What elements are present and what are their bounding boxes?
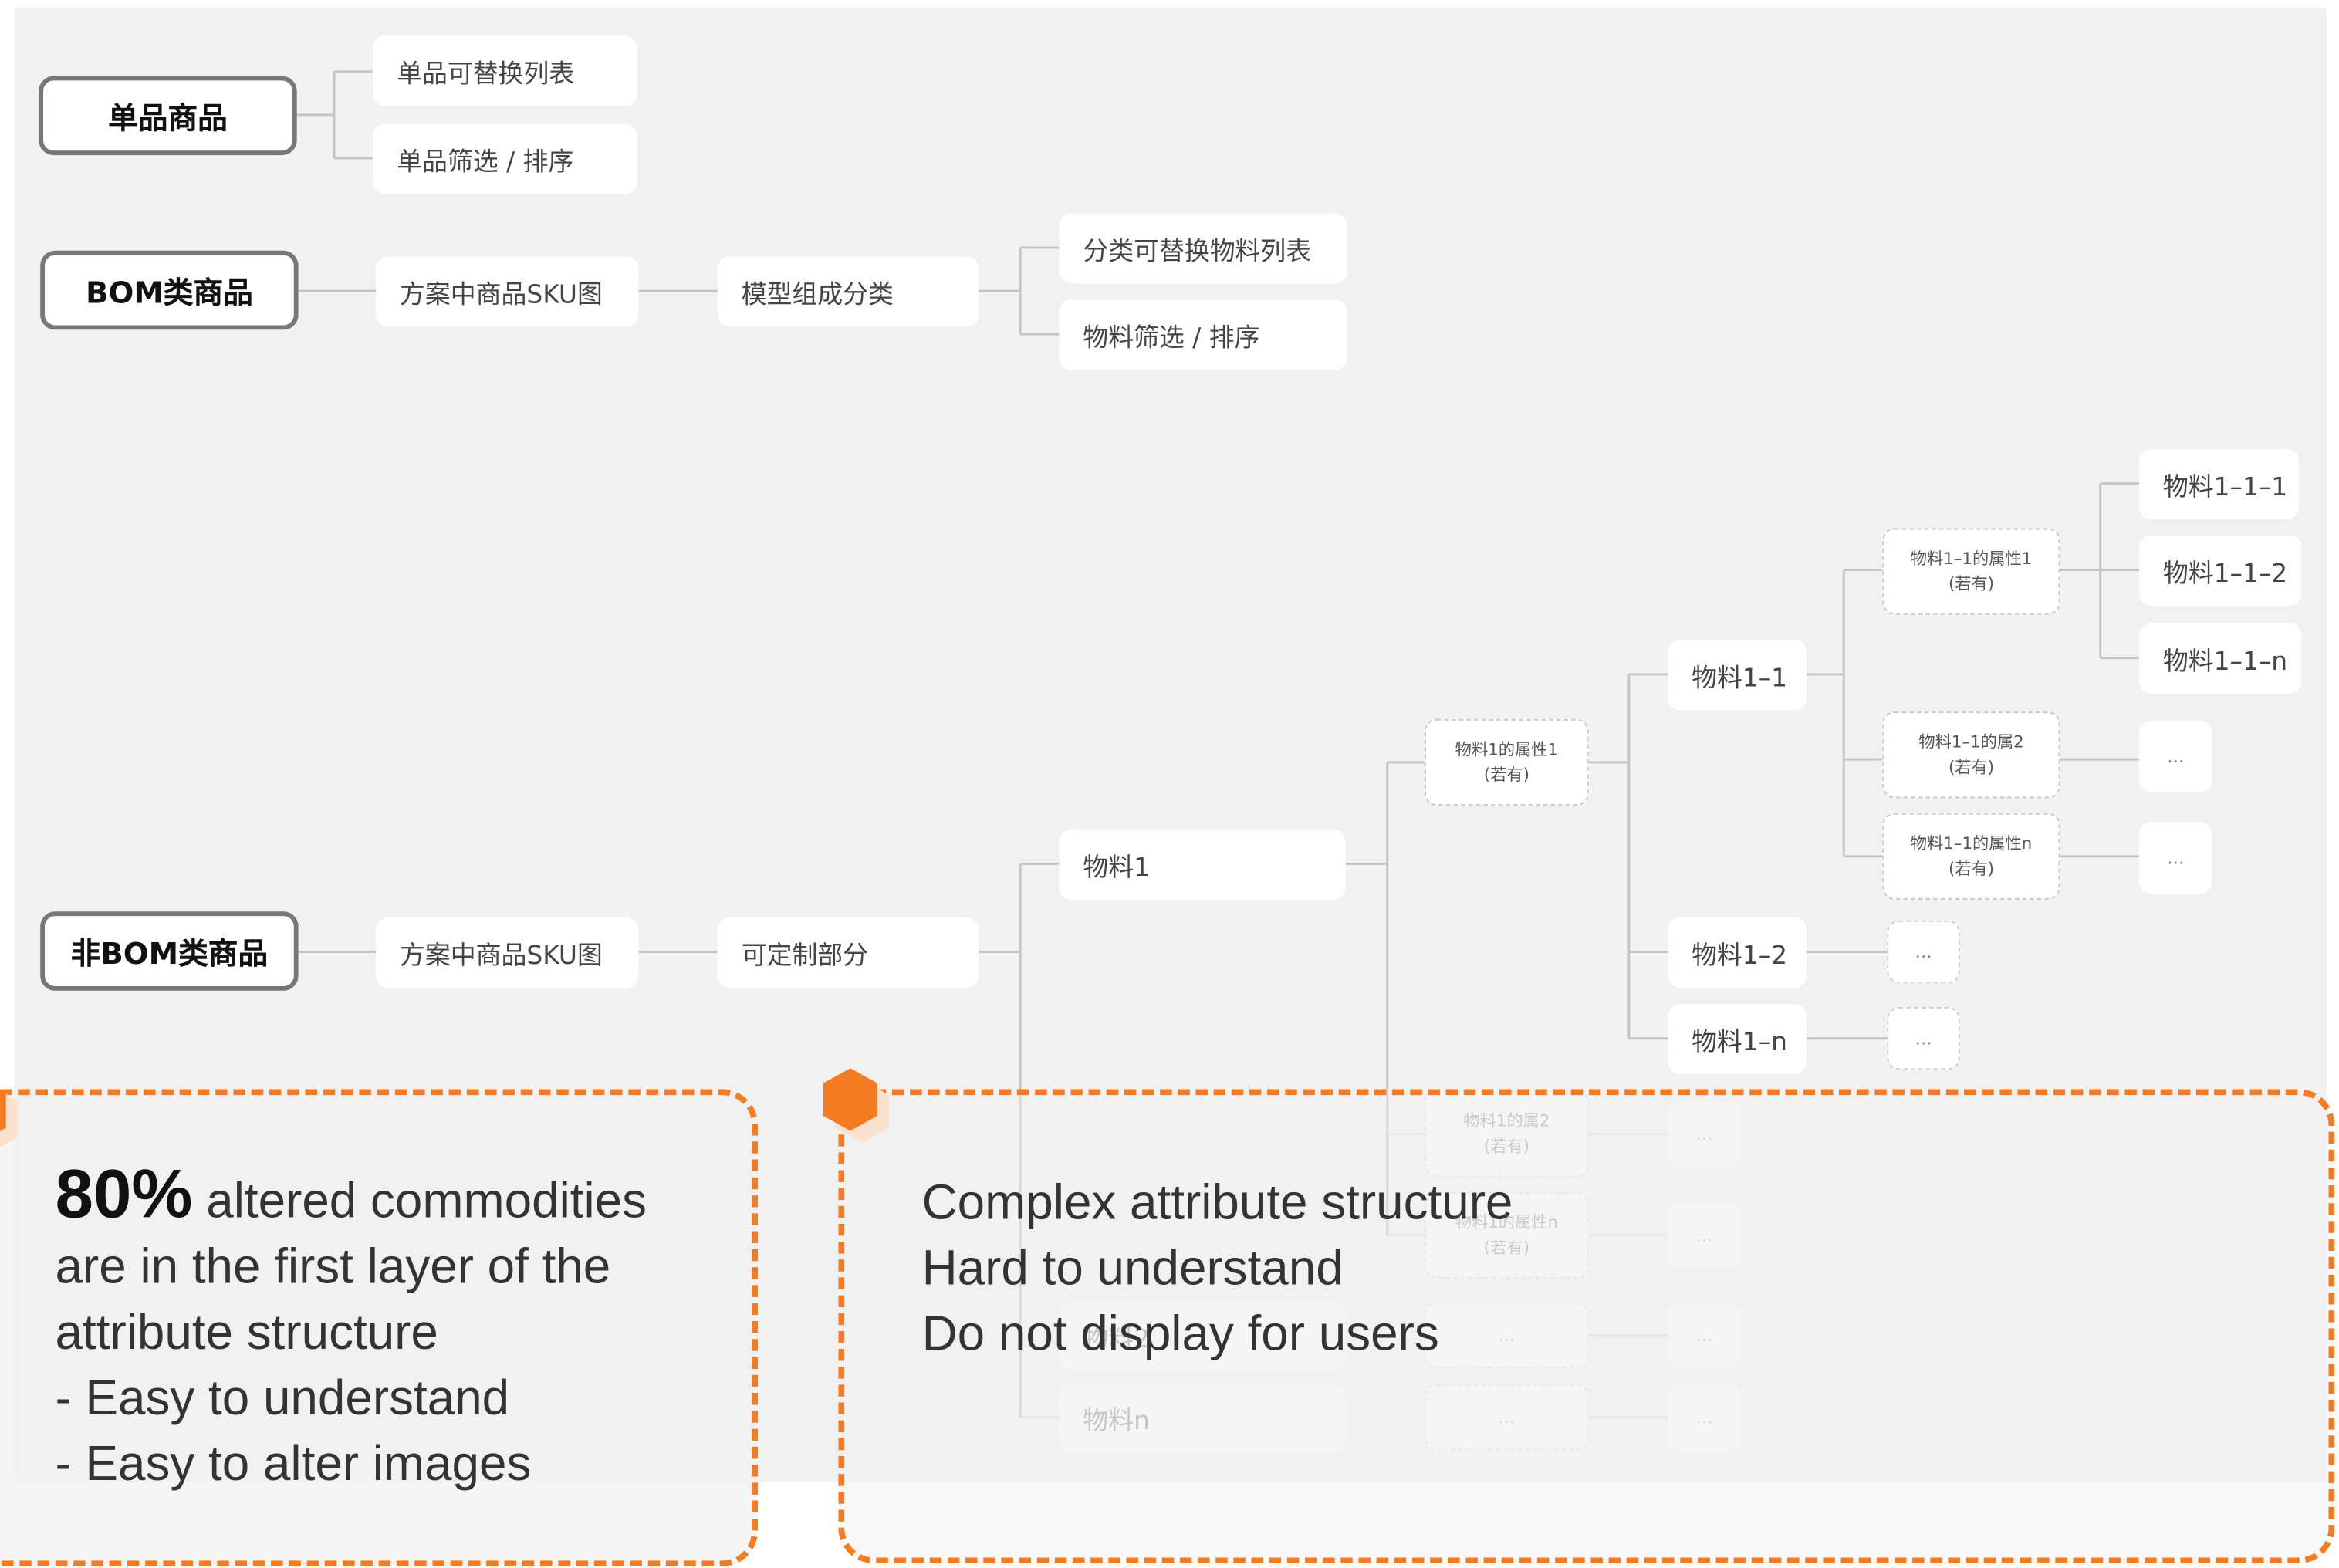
root-bom-product-label: BOM类商品 bbox=[85, 274, 253, 311]
node-m1-attr2-title: 物料1的属2 bbox=[1463, 1111, 1550, 1131]
node-ellipsis-col-2-label: ... bbox=[1695, 1225, 1713, 1246]
callout-right-line2: Hard to understand bbox=[921, 1239, 1344, 1296]
node-single-replace-list: 单品可替换列表 bbox=[373, 35, 637, 106]
node-m11-attr1: 物料1–1的属性1 (若有) bbox=[1882, 528, 2060, 615]
callout-right-text: Complex attribute structure Hard to unde… bbox=[922, 1170, 1513, 1367]
callout-right-frame bbox=[838, 1089, 2335, 1564]
node-material1-1-n: 物料1–1–n bbox=[2138, 623, 2302, 694]
node-m1-attr1-title: 物料1的属性1 bbox=[1455, 739, 1559, 760]
node-ellipsis-col-4: ... bbox=[1668, 1384, 1741, 1451]
node-material1-1: 物料1–1 bbox=[1668, 640, 1807, 711]
node-m11-attrn-ellipsis: ... bbox=[2138, 822, 2212, 894]
node-nonbom-sku-image: 方案中商品SKU图 bbox=[376, 917, 639, 988]
node-m1n-ellipsis: ... bbox=[1887, 1007, 1961, 1070]
node-nonbom-customizable-label: 可定制部分 bbox=[741, 941, 869, 972]
node-material1-1-2-label: 物料1–1–2 bbox=[2162, 559, 2288, 590]
callout-left-line5: - Easy to alter images bbox=[55, 1435, 532, 1491]
node-m2-ellipsis: ... bbox=[1425, 1302, 1589, 1368]
node-material1-1-label: 物料1–1 bbox=[1692, 664, 1788, 694]
callout-left-line1-rest: altered commodities bbox=[192, 1172, 647, 1228]
node-m11-attr2-ellipsis-label: ... bbox=[2167, 745, 2185, 767]
node-m1-attrn-title: 物料1的属性n bbox=[1455, 1212, 1559, 1232]
node-m11-attr2-ellipsis: ... bbox=[2138, 720, 2212, 792]
node-m1-attrn-note: (若有) bbox=[1483, 1238, 1529, 1258]
node-material1-1-n-label: 物料1–1–n bbox=[2162, 647, 2288, 678]
node-m1-attr2: 物料1的属2 (若有) bbox=[1425, 1090, 1589, 1178]
node-material1-1-1-label: 物料1–1–1 bbox=[2162, 472, 2288, 503]
node-ellipsis-col-1-label: ... bbox=[1695, 1123, 1713, 1144]
node-m11-attrn-ellipsis-label: ... bbox=[2167, 847, 2185, 869]
node-material2: 物料2 bbox=[1059, 1300, 1346, 1371]
root-non-bom-product: 非BOM类商品 bbox=[40, 911, 299, 991]
callout-left-line4: - Easy to understand bbox=[55, 1369, 510, 1425]
node-bom-filter-sort-label: 物料筛选 / 排序 bbox=[1083, 323, 1260, 354]
node-ellipsis-col-2: ... bbox=[1668, 1202, 1741, 1269]
left-hexagon-marker bbox=[0, 1089, 19, 1148]
node-material1-1-2: 物料1–1–2 bbox=[2138, 536, 2302, 606]
node-m11-attrn-note: (若有) bbox=[1948, 859, 1995, 879]
node-mn-ellipsis: ... bbox=[1425, 1384, 1589, 1451]
node-m1-attr2-note: (若有) bbox=[1483, 1137, 1529, 1157]
node-material1-label: 物料1 bbox=[1083, 853, 1151, 884]
node-material-n: 物料n bbox=[1059, 1383, 1346, 1454]
callout-left-line2: are in the first layer of the bbox=[55, 1238, 611, 1294]
node-material1: 物料1 bbox=[1059, 829, 1346, 900]
node-material1-2: 物料1–2 bbox=[1668, 917, 1807, 988]
callout-left-frame bbox=[0, 1089, 758, 1567]
node-nonbom-customizable: 可定制部分 bbox=[717, 917, 979, 988]
node-single-filter-sort: 单品筛选 / 排序 bbox=[373, 123, 637, 194]
node-m1-attr1-note: (若有) bbox=[1483, 765, 1529, 785]
node-bom-replace-list: 分类可替换物料列表 bbox=[1059, 213, 1347, 284]
node-m1-attr1: 物料1的属性1 (若有) bbox=[1425, 718, 1589, 806]
node-ellipsis-col-1: ... bbox=[1668, 1100, 1741, 1167]
node-bom-sku-image-label: 方案中商品SKU图 bbox=[400, 280, 603, 311]
node-m11-attr1-title: 物料1–1的属性1 bbox=[1910, 549, 2033, 569]
node-single-filter-sort-label: 单品筛选 / 排序 bbox=[397, 147, 574, 178]
root-non-bom-product-label: 非BOM类商品 bbox=[70, 935, 269, 972]
callout-right-line1: Complex attribute structure bbox=[921, 1174, 1513, 1230]
node-nonbom-sku-image-label: 方案中商品SKU图 bbox=[400, 941, 603, 972]
node-material-n-label: 物料n bbox=[1083, 1407, 1150, 1437]
node-ellipsis-col-3-label: ... bbox=[1695, 1324, 1713, 1346]
right-hexagon-marker bbox=[823, 1068, 890, 1143]
node-material1-1-1: 物料1–1–1 bbox=[2138, 448, 2299, 519]
node-material1-n: 物料1–n bbox=[1668, 1004, 1807, 1075]
node-m12-ellipsis: ... bbox=[1887, 920, 1961, 984]
node-bom-filter-sort: 物料筛选 / 排序 bbox=[1059, 299, 1347, 370]
node-m11-attrn: 物料1–1的属性n (若有) bbox=[1882, 813, 2060, 900]
callout-left-line1: 80% altered commodities bbox=[56, 1159, 647, 1234]
callout-right-line3: Do not display for users bbox=[921, 1305, 1439, 1361]
node-bom-sku-image: 方案中商品SKU图 bbox=[376, 256, 639, 327]
node-single-replace-list-label: 单品可替换列表 bbox=[397, 59, 575, 90]
node-mn-ellipsis-label: ... bbox=[1498, 1407, 1516, 1428]
callout-left-line3: attribute structure bbox=[55, 1303, 438, 1360]
node-m2-ellipsis-label: ... bbox=[1498, 1324, 1516, 1346]
node-m11-attr2-note: (若有) bbox=[1948, 758, 1995, 778]
root-single-product: 单品商品 bbox=[39, 76, 297, 156]
node-bom-replace-list-label: 分类可替换物料列表 bbox=[1083, 237, 1312, 268]
node-bom-model-category: 模型组成分类 bbox=[717, 256, 979, 327]
node-ellipsis-col-3: ... bbox=[1668, 1302, 1741, 1368]
callout-left-text: 80% altered commodities are in the first… bbox=[55, 1159, 647, 1496]
node-material1-2-label: 物料1–2 bbox=[1692, 941, 1788, 972]
node-m11-attrn-title: 物料1–1的属性n bbox=[1910, 833, 2033, 853]
node-material2-label: 物料2 bbox=[1083, 1324, 1151, 1355]
node-ellipsis-col-4-label: ... bbox=[1695, 1407, 1713, 1428]
node-material1-n-label: 物料1–n bbox=[1692, 1028, 1787, 1058]
node-m1-attrn: 物料1的属性n (若有) bbox=[1425, 1191, 1589, 1279]
root-single-product-label: 单品商品 bbox=[108, 100, 228, 136]
node-m11-attr2: 物料1–1的属2 (若有) bbox=[1882, 711, 2060, 799]
node-m1n-ellipsis-label: ... bbox=[1915, 1028, 1932, 1049]
node-m12-ellipsis-label: ... bbox=[1915, 941, 1932, 963]
node-m11-attr1-note: (若有) bbox=[1948, 574, 1995, 594]
callout-left-percent: 80% bbox=[55, 1154, 193, 1232]
node-m11-attr2-title: 物料1–1的属2 bbox=[1918, 732, 2024, 752]
root-bom-product: BOM类商品 bbox=[40, 250, 299, 330]
node-bom-model-category-label: 模型组成分类 bbox=[741, 280, 894, 311]
